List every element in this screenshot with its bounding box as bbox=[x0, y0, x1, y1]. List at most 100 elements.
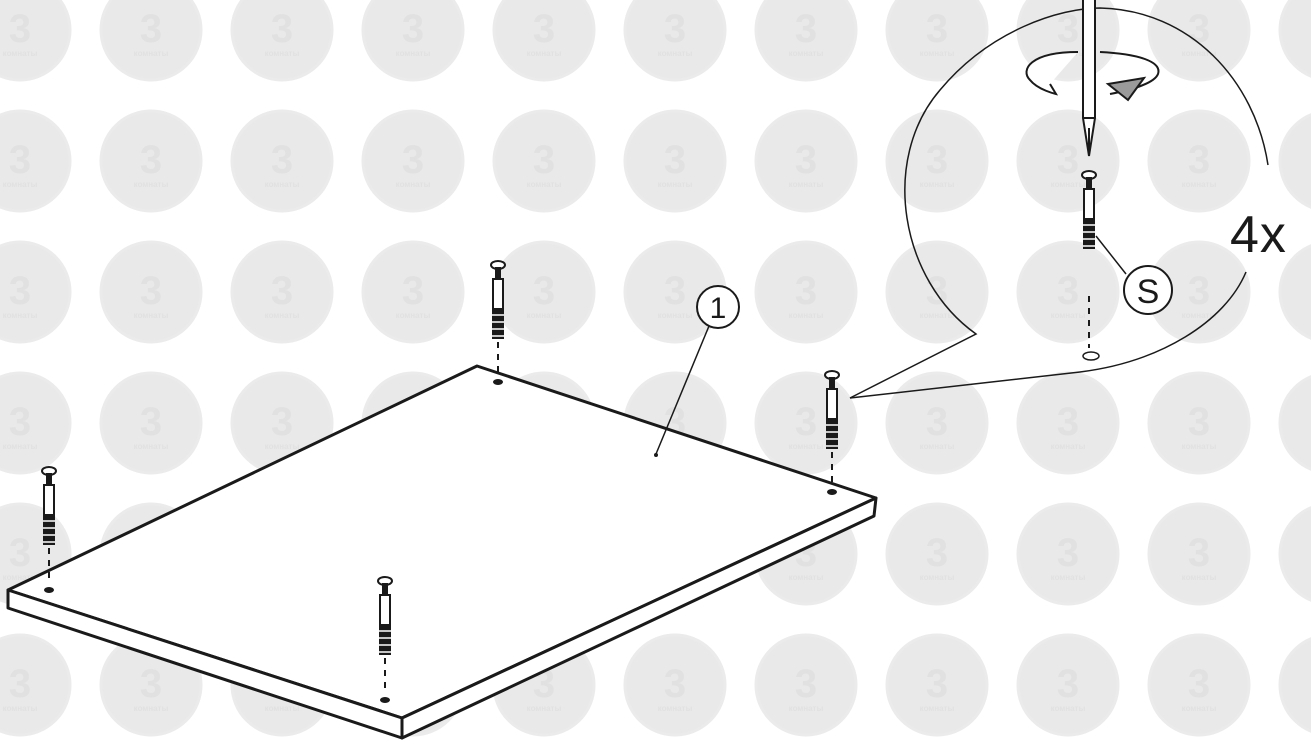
watermark-word: комнаты bbox=[658, 311, 693, 320]
watermark-digit: 3 bbox=[271, 400, 293, 444]
watermark-word: комнаты bbox=[265, 49, 300, 58]
watermark-word: комнаты bbox=[1182, 442, 1217, 451]
watermark-word: комнаты bbox=[3, 311, 38, 320]
watermark-digit: 3 bbox=[1057, 7, 1079, 51]
watermark-word: комнаты bbox=[789, 49, 824, 58]
screw-callout-letter: S bbox=[1137, 273, 1160, 311]
watermark-digit: 3 bbox=[9, 531, 31, 575]
watermark-word: комнаты bbox=[3, 442, 38, 451]
part-callout: 1 bbox=[654, 285, 740, 457]
watermark-digit: 3 bbox=[140, 7, 162, 51]
board-holes bbox=[44, 379, 837, 703]
watermark-digit: 3 bbox=[664, 662, 686, 706]
balloon-outline-lower bbox=[849, 271, 1247, 399]
watermark-digit: 3 bbox=[402, 7, 424, 51]
watermark-word: комнаты bbox=[134, 442, 169, 451]
watermark-word: комнаты bbox=[1182, 311, 1217, 320]
watermark-word: комнаты bbox=[396, 311, 431, 320]
watermark-word: комнаты bbox=[789, 311, 824, 320]
watermark-digit: 3 bbox=[1057, 662, 1079, 706]
watermark-digit: 3 bbox=[9, 662, 31, 706]
quantity-label: 4x bbox=[1230, 206, 1287, 264]
watermark-digit: 3 bbox=[1188, 138, 1210, 182]
watermark-word: комнаты bbox=[3, 49, 38, 58]
watermark-digit: 3 bbox=[926, 138, 948, 182]
bolt-right bbox=[824, 370, 840, 449]
watermark-digit: 3 bbox=[402, 269, 424, 313]
guide-lines bbox=[48, 296, 1090, 694]
watermark-digit: 3 bbox=[533, 269, 555, 313]
watermark-digit: 3 bbox=[795, 400, 817, 444]
watermark-word: комнаты bbox=[3, 573, 38, 582]
detail-balloon bbox=[849, 7, 1269, 399]
watermark-digit: 3 bbox=[926, 662, 948, 706]
bolt-back bbox=[490, 260, 506, 339]
watermark-digit: 3 bbox=[140, 662, 162, 706]
watermark-digit: 3 bbox=[9, 269, 31, 313]
watermark-digit: 3 bbox=[9, 7, 31, 51]
watermark-word: комнаты bbox=[658, 49, 693, 58]
watermark-digit: 3 bbox=[1057, 400, 1079, 444]
watermark-digit: 3 bbox=[926, 269, 948, 313]
board-side-edge bbox=[400, 496, 878, 740]
watermark-word: комнаты bbox=[1182, 180, 1217, 189]
watermark-word: комнаты bbox=[789, 442, 824, 451]
watermark-digit: 3 bbox=[1057, 269, 1079, 313]
screw-callout-circle bbox=[1123, 265, 1173, 315]
watermark-digit: 3 bbox=[533, 138, 555, 182]
watermark-digit: 3 bbox=[1188, 269, 1210, 313]
watermark-digit: 3 bbox=[271, 7, 293, 51]
watermark-word: комнаты bbox=[789, 180, 824, 189]
watermark-digit: 3 bbox=[9, 138, 31, 182]
rotation-arrow-icon bbox=[1025, 51, 1160, 102]
watermark-word: комнаты bbox=[1051, 442, 1086, 451]
part-callout-number: 1 bbox=[710, 292, 727, 325]
cam-bolts bbox=[41, 170, 1097, 655]
watermark-digit: 3 bbox=[926, 531, 948, 575]
watermark-word: комнаты bbox=[789, 573, 824, 582]
watermark-word: комнаты bbox=[265, 442, 300, 451]
watermark-digit: 3 bbox=[795, 662, 817, 706]
watermark-digit: 3 bbox=[140, 400, 162, 444]
balloon-outline bbox=[849, 7, 1269, 399]
watermark-word: комнаты bbox=[527, 311, 562, 320]
watermark-word: комнаты bbox=[1051, 704, 1086, 713]
bolt-left bbox=[41, 466, 57, 545]
watermark-digit: 3 bbox=[402, 138, 424, 182]
watermark-word: комнаты bbox=[527, 704, 562, 713]
watermark-digit: 3 bbox=[140, 269, 162, 313]
watermark-digit: 3 bbox=[1057, 531, 1079, 575]
watermark-digit: 3 bbox=[1188, 531, 1210, 575]
watermark-word: комнаты bbox=[134, 180, 169, 189]
watermark-word: комнаты bbox=[920, 180, 955, 189]
watermark-digit: 3 bbox=[795, 7, 817, 51]
watermark-word: комнаты bbox=[3, 704, 38, 713]
hole-front bbox=[380, 697, 390, 703]
